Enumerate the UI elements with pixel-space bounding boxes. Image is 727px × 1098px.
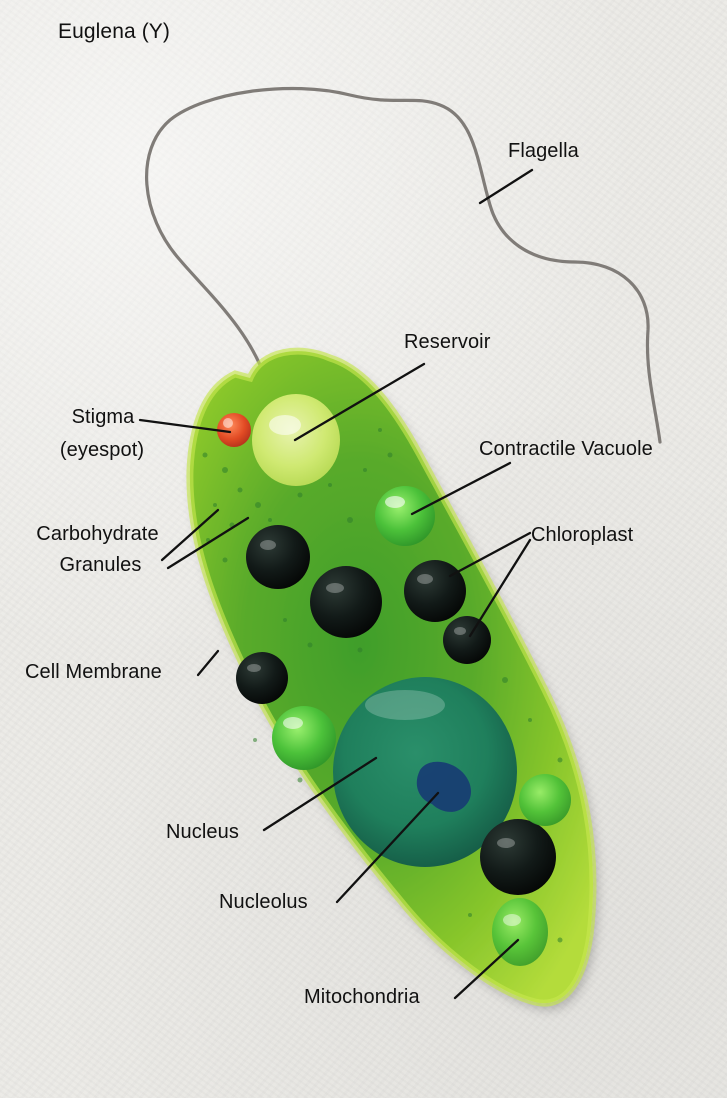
flagellum-wire — [145, 86, 662, 444]
leader-line-nucleus — [262, 756, 378, 832]
chloroplast-1 — [246, 525, 310, 589]
leader-line-chloroplast-2 — [468, 538, 532, 638]
label-flagella: Flagella — [508, 140, 579, 162]
chloroplast-2 — [310, 566, 382, 638]
leader-line-mitochondria — [453, 938, 520, 1000]
nucleolus — [416, 761, 472, 812]
leader-line-carbohydrate-2 — [166, 516, 250, 570]
chloroplast-3 — [404, 560, 466, 622]
green-bead-right — [519, 774, 571, 826]
cell-membrane-rim — [186, 347, 597, 1007]
vacuole-lower-left-highlight — [283, 717, 303, 729]
contractile-vacuole-highlight — [385, 496, 405, 508]
label-mitochondria: Mitochondria — [304, 986, 420, 1008]
label-carbohydrate: Carbohydrate — [36, 523, 159, 545]
label-contractile-vacuole: Contractile Vacuole — [479, 438, 653, 460]
reservoir-highlight — [269, 415, 301, 435]
leader-line-contractile-vacuole — [410, 461, 512, 516]
leader-line-chloroplast-1 — [448, 531, 532, 578]
label-nucleus: Nucleus — [166, 821, 239, 843]
label-chloroplast: Chloroplast — [531, 524, 634, 546]
leader-line-reservoir — [293, 362, 426, 442]
label-stigma-eyespot: (eyespot) — [59, 439, 145, 461]
nucleus-highlight — [365, 690, 445, 720]
chloroplast-6 — [480, 819, 556, 895]
chloroplast-5 — [236, 652, 288, 704]
vacuole-lower-left — [272, 706, 336, 770]
leader-line-flagella — [478, 168, 534, 205]
label-reservoir: Reservoir — [404, 331, 491, 353]
label-granules: Granules — [59, 554, 142, 576]
stigma-highlight — [223, 418, 233, 428]
label-stigma: Stigma — [71, 406, 135, 428]
contractile-vacuole — [375, 486, 435, 546]
label-cell-membrane: Cell Membrane — [25, 661, 162, 683]
mitochondria — [492, 898, 548, 966]
chloroplasts — [236, 525, 556, 895]
chloroplast-4 — [443, 616, 491, 664]
leader-line-cell-membrane — [196, 649, 220, 677]
label-nucleolus: Nucleolus — [219, 891, 308, 913]
leader-line-stigma — [138, 418, 232, 434]
leader-lines — [138, 168, 534, 1000]
diagram-title: Euglena (Y) — [58, 20, 170, 43]
leader-line-carbohydrate-1 — [160, 508, 220, 562]
leader-line-nucleolus — [335, 791, 440, 904]
